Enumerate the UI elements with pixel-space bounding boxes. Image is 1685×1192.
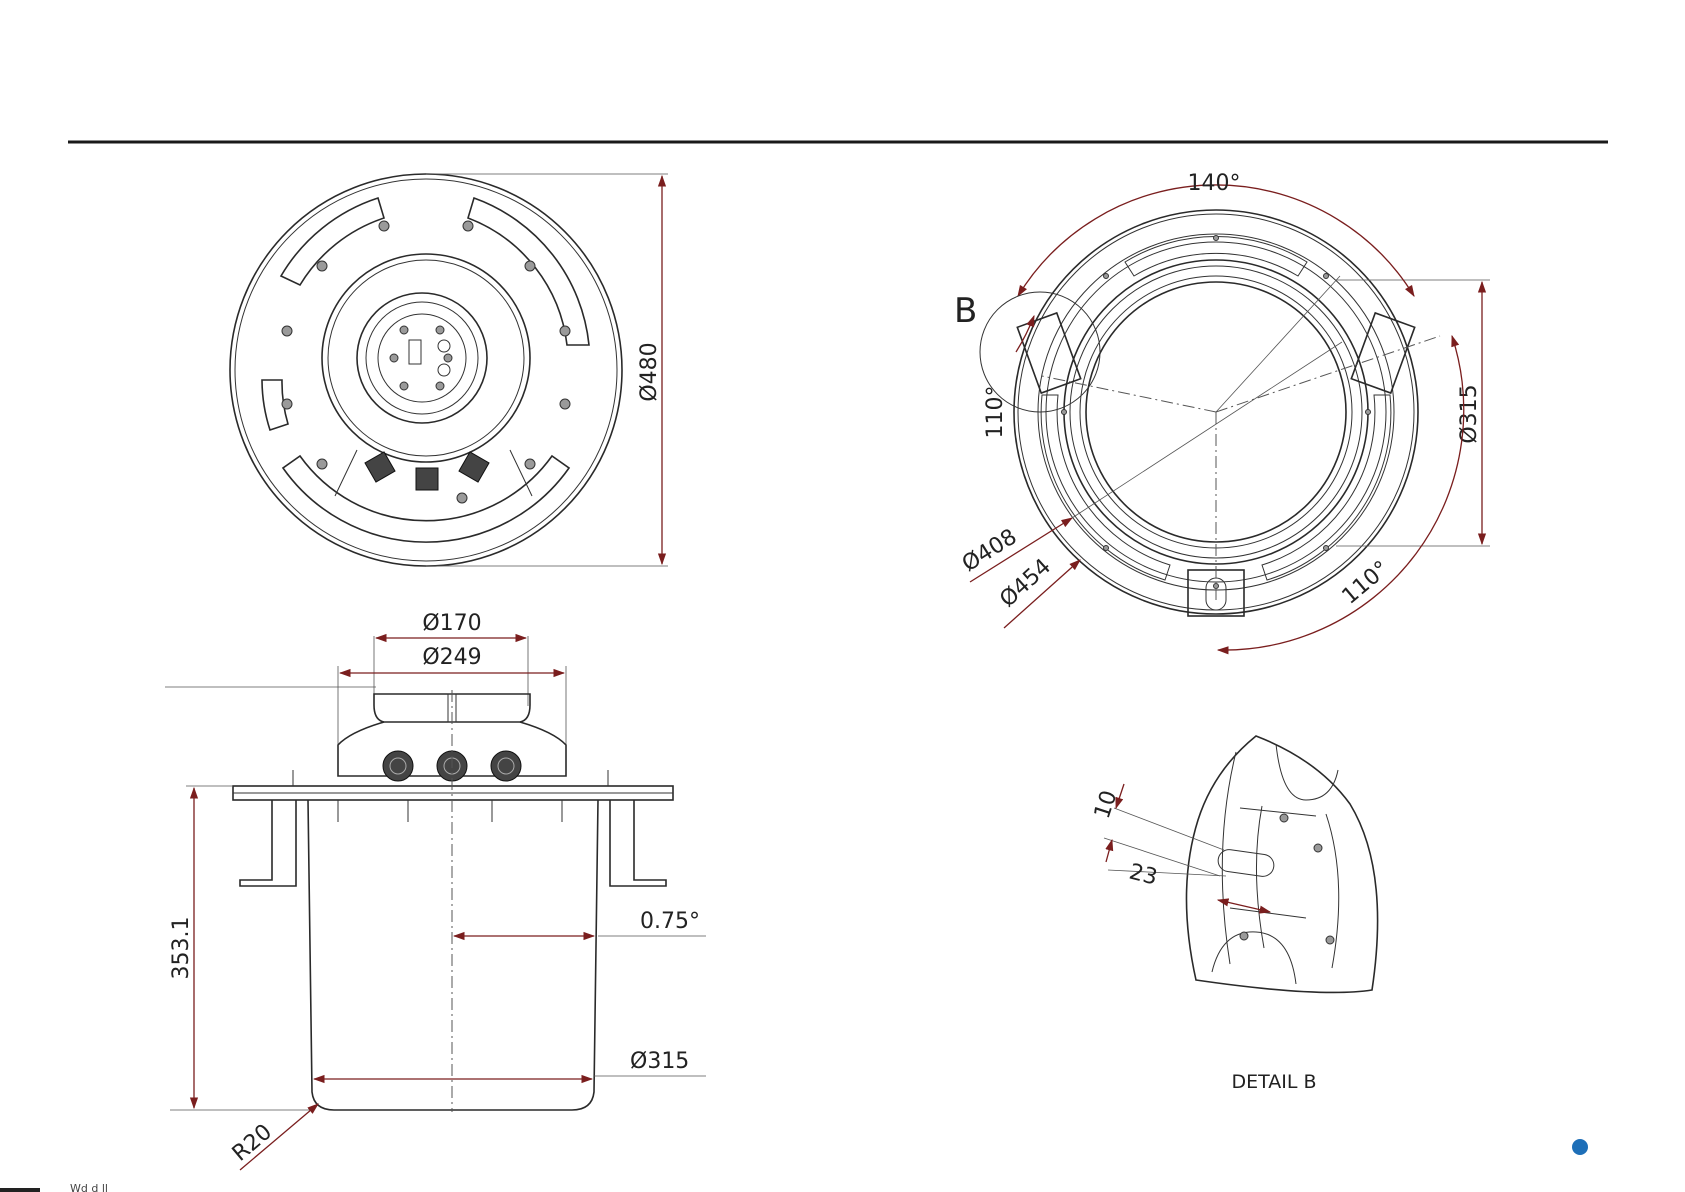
dim-angle-right: 110° [1337, 556, 1394, 609]
detail-b-view: 10 23 DETAIL B [1090, 736, 1378, 1093]
dim-top-diameter: Ø170 [422, 611, 481, 636]
dim-height: 353.1 [169, 917, 194, 980]
detail-marker: B [954, 291, 977, 331]
bottom-view: Ø315 140° 110° 110° Ø408 Ø454 B [954, 171, 1490, 650]
top-plan-view: Ø480 [230, 174, 668, 566]
dim-slot-width: 10 [1090, 787, 1122, 821]
dim-outer-diameter-bottom: Ø454 [995, 554, 1056, 612]
footer-bar [0, 1188, 40, 1192]
detail-caption: DETAIL B [1231, 1071, 1316, 1093]
accent-dot [1572, 1139, 1588, 1155]
dim-base-diameter: Ø315 [630, 1049, 689, 1074]
dim-slot-length: 23 [1127, 860, 1160, 891]
footer-text: Wd d ll [70, 1182, 108, 1192]
dim-inner-diameter: Ø315 [1457, 384, 1482, 443]
dim-taper-angle: 0.75° [640, 909, 700, 934]
dim-angle-top: 140° [1188, 171, 1241, 196]
dim-angle-left: 110° [983, 386, 1008, 439]
dim-outer-diameter-top: Ø480 [637, 342, 662, 401]
side-elevation-view: Ø170 Ø249 [165, 611, 706, 1170]
dim-body-diameter: Ø249 [422, 645, 481, 670]
